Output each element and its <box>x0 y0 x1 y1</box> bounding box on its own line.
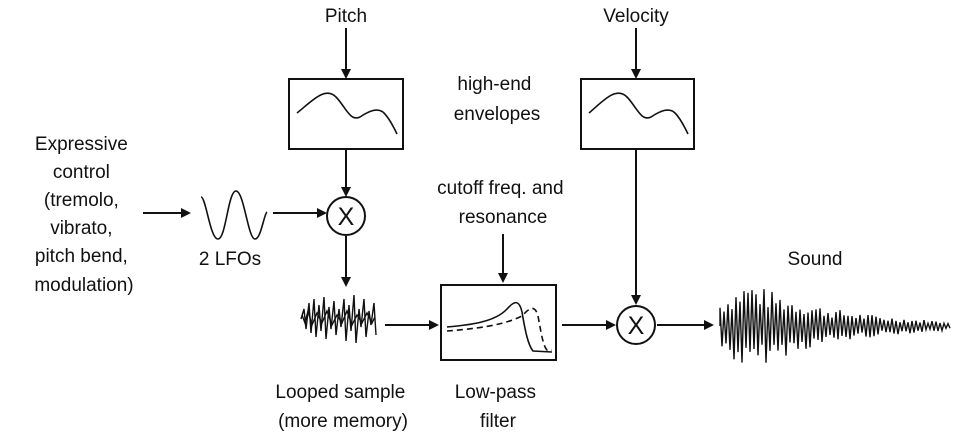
velocity-label: Velocity <box>603 6 669 27</box>
pitch-label: Pitch <box>325 6 367 27</box>
velocity-envelope-curve <box>588 92 689 135</box>
looped-sample-label: Looped sample (more memory) <box>275 382 410 432</box>
expressive-line-2: control <box>53 162 110 183</box>
lowpass-filter-box <box>440 284 557 361</box>
lowpass-line-1: Low-pass <box>455 382 536 403</box>
cutoff-label: cutoff freq. and resonance <box>437 178 569 228</box>
lowpass-filter-label: Low-pass filter <box>455 382 542 432</box>
looped-line-2: (more memory) <box>278 411 408 432</box>
lfos-label: 2 LFOs <box>199 249 261 270</box>
pitch-envelope-curve <box>296 92 398 135</box>
lfo-wave-icon <box>200 190 268 240</box>
cutoff-line-2: resonance <box>459 207 548 228</box>
multiplier-node-velocity: X <box>616 305 656 345</box>
looped-sample-waveform-icon <box>300 294 377 344</box>
expressive-line-4: vibrato, <box>50 218 112 239</box>
filter-response-dashed <box>446 307 552 351</box>
expressive-control-label: Expressive control (tremolo, vibrato, pi… <box>34 134 133 296</box>
expressive-line-6: modulation) <box>34 275 133 296</box>
cutoff-line-1: cutoff freq. and <box>437 178 563 199</box>
lowpass-line-2: filter <box>480 411 517 432</box>
multiplier-symbol-velocity: X <box>628 312 645 340</box>
filter-response-solid <box>446 301 553 353</box>
multiplier-symbol-lfo: X <box>338 203 355 231</box>
looped-line-1: Looped sample <box>275 382 405 403</box>
expressive-line-3: (tremolo, <box>44 190 119 211</box>
pitch-envelope-box <box>288 78 404 150</box>
expressive-line-5: pitch bend, <box>35 246 128 267</box>
expressive-line-1: Expressive <box>35 134 128 155</box>
envelopes-label-line-1: high-end <box>457 74 531 95</box>
sound-waveform-icon <box>719 289 951 363</box>
sound-label: Sound <box>788 249 843 270</box>
velocity-envelope-box <box>580 78 695 150</box>
envelopes-label: high-end envelopes <box>454 74 541 125</box>
envelopes-label-line-2: envelopes <box>454 104 541 125</box>
multiplier-node-lfo: X <box>326 196 366 236</box>
